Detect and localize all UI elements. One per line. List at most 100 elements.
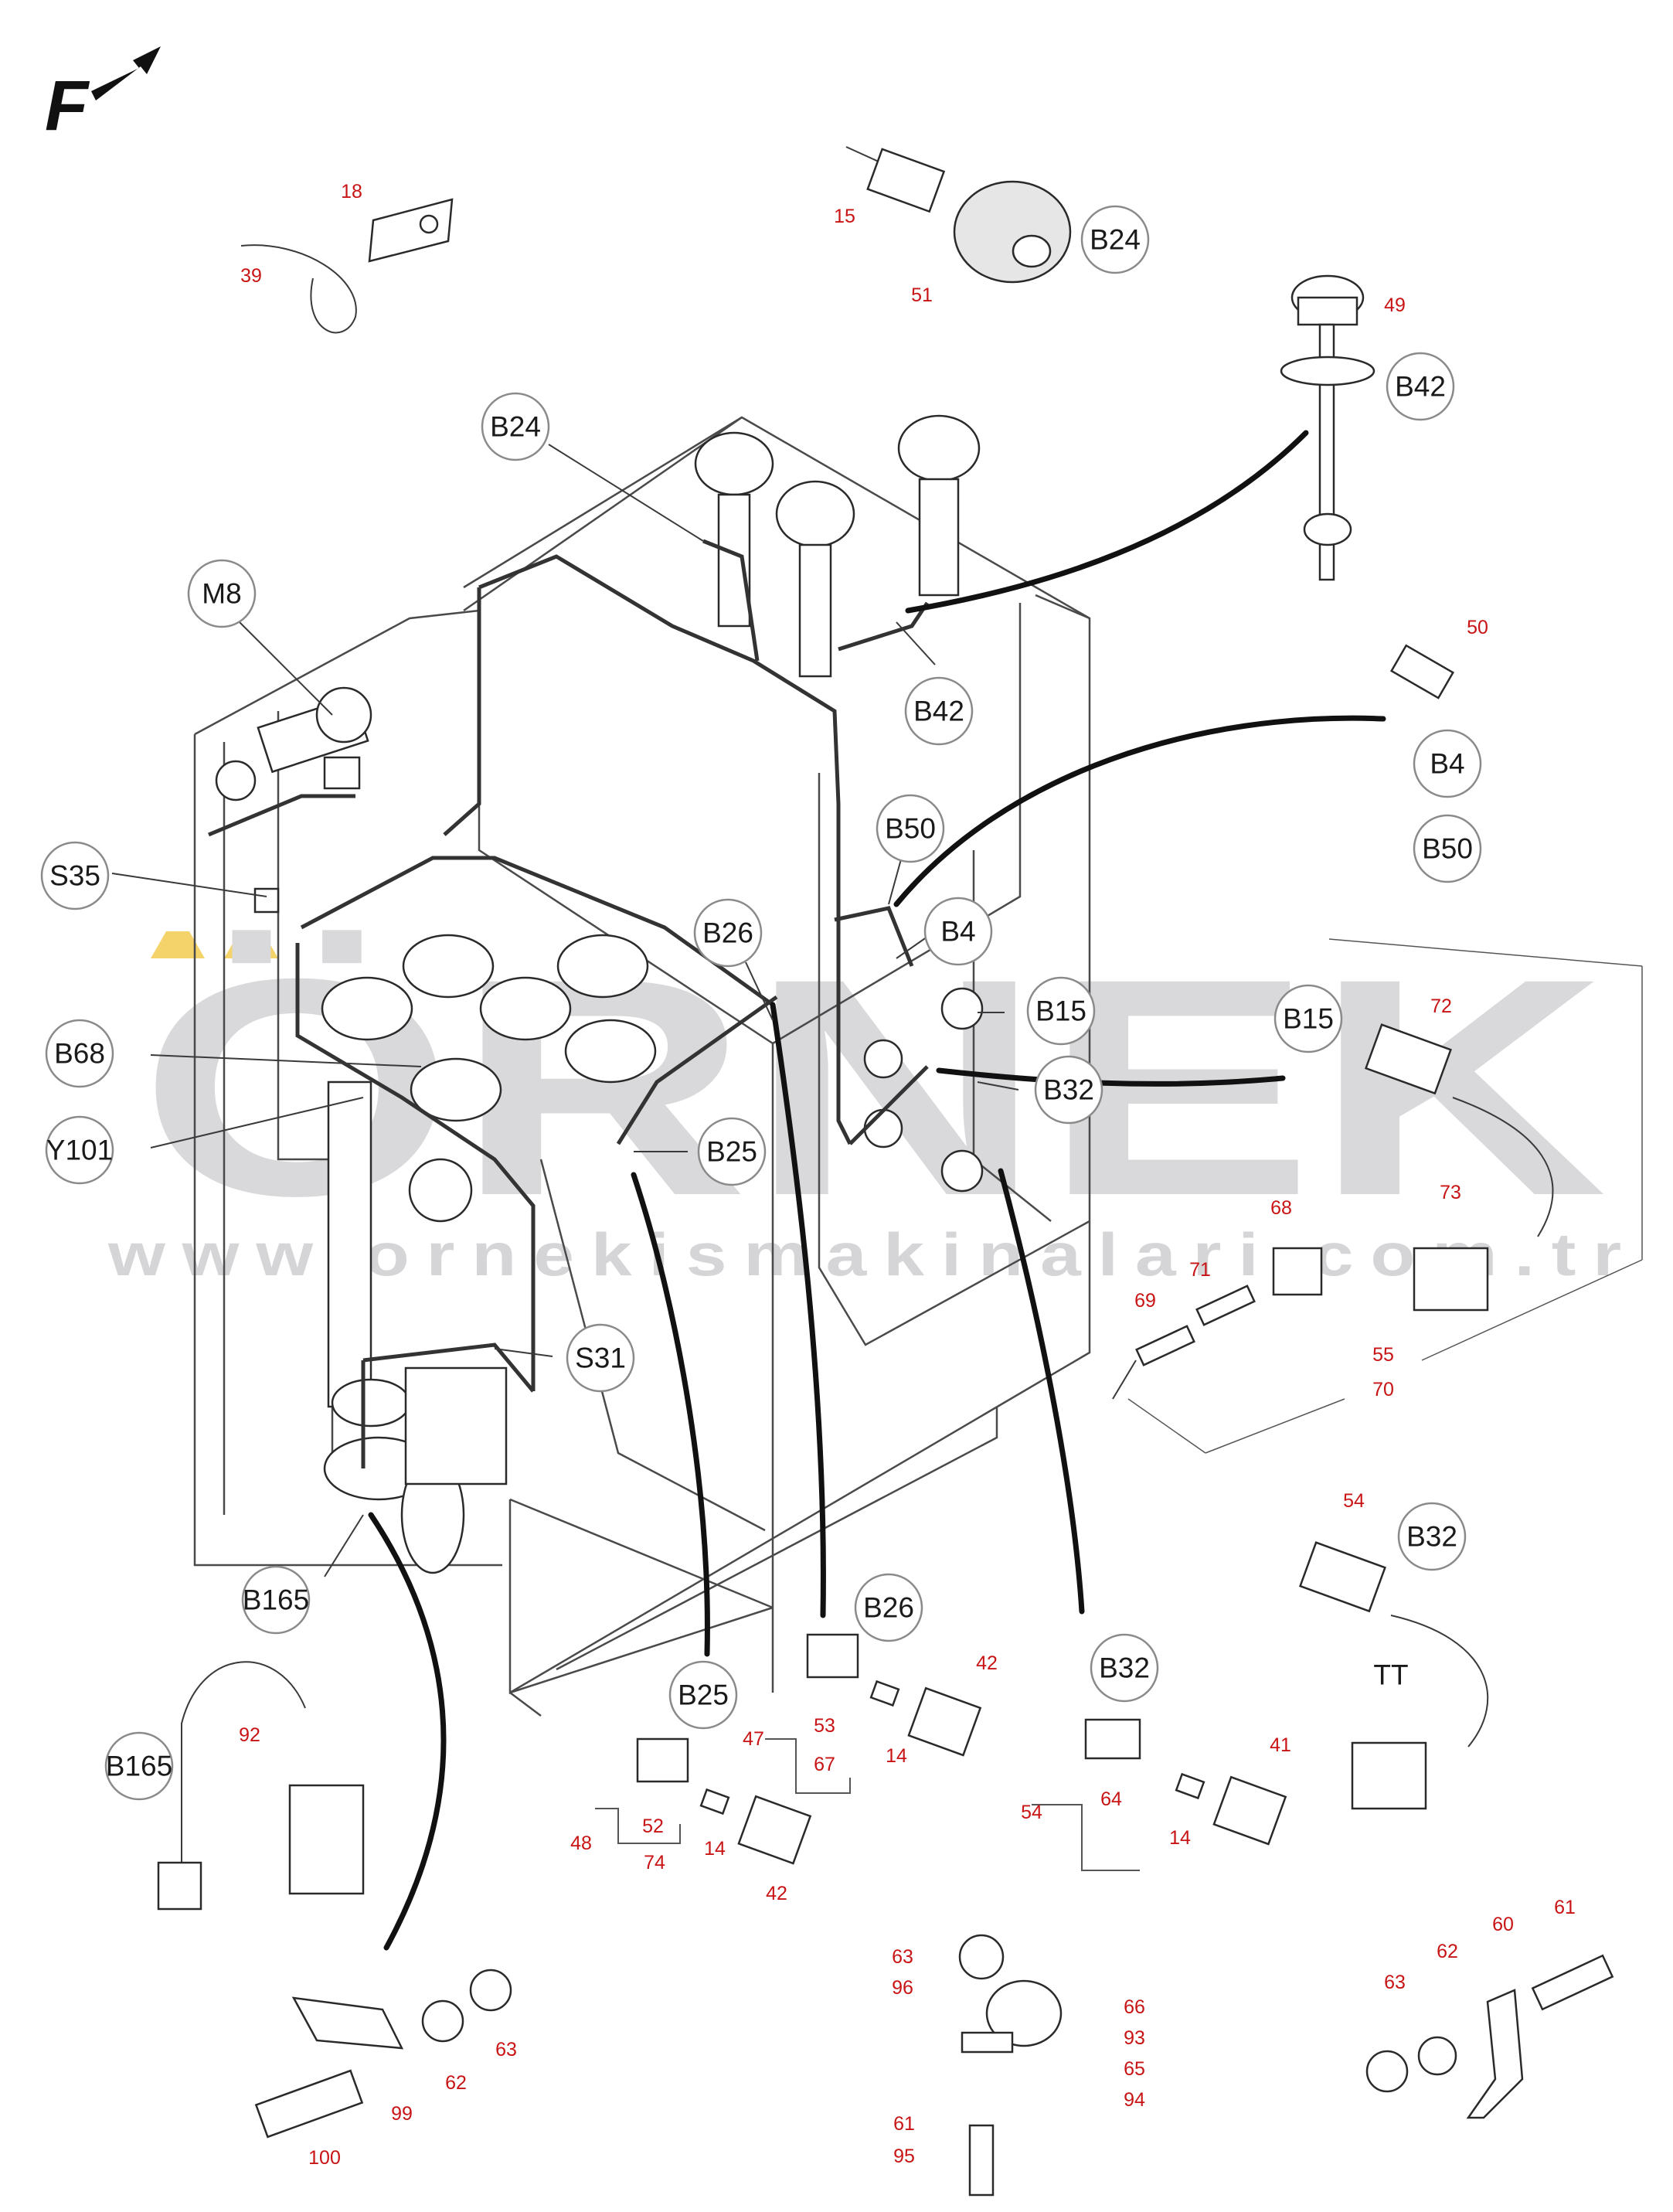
part-number: 41 bbox=[1270, 1734, 1291, 1756]
part-number: 55 bbox=[1372, 1344, 1394, 1366]
machine-frame bbox=[193, 414, 1091, 1717]
part-number: 67 bbox=[814, 1754, 835, 1775]
part-number: 74 bbox=[644, 1852, 665, 1873]
callout-b42-label: B42 bbox=[1395, 371, 1446, 403]
callout-s35: S35 bbox=[40, 841, 110, 910]
callout-b15-frame: B15 bbox=[1026, 976, 1096, 1046]
callout-b4-frame: B4 bbox=[923, 897, 993, 966]
leader-lines bbox=[111, 444, 1643, 1577]
part-number: 70 bbox=[1372, 1379, 1394, 1400]
part-number: 49 bbox=[1384, 294, 1406, 316]
callout-m8-label: M8 bbox=[202, 578, 241, 610]
part-number: 18 bbox=[341, 181, 362, 202]
part-number: 65 bbox=[1124, 2058, 1145, 2080]
callout-b25-frame: B25 bbox=[697, 1117, 767, 1186]
callout-b165-detail-label: B165 bbox=[106, 1751, 172, 1782]
callout-b24-frame-label: B24 bbox=[490, 411, 541, 443]
part-number: 54 bbox=[1343, 1490, 1365, 1512]
callout-b32-right: B32 bbox=[1397, 1502, 1467, 1571]
direction-label: F bbox=[45, 66, 90, 145]
callout-b4-detail: B4 bbox=[1413, 729, 1482, 798]
part-number: 94 bbox=[1124, 2089, 1145, 2111]
callout-y101: Y101 bbox=[45, 1115, 114, 1185]
watermark-accent bbox=[151, 931, 205, 958]
detail-cables bbox=[368, 430, 1386, 1951]
part-brackets bbox=[595, 1738, 1140, 1871]
callout-b15-detail: B15 bbox=[1273, 984, 1343, 1053]
callout-b24: B24 bbox=[1080, 205, 1150, 274]
callout-b32-frame: B32 bbox=[1034, 1055, 1103, 1125]
part-number: 47 bbox=[743, 1728, 764, 1750]
part-number: 64 bbox=[1100, 1788, 1122, 1810]
part-number: 92 bbox=[239, 1724, 260, 1746]
part-number: 42 bbox=[766, 1883, 787, 1904]
part-number: 68 bbox=[1270, 1197, 1292, 1219]
callout-b15-frame-label: B15 bbox=[1035, 995, 1086, 1027]
callout-b165-frame-label: B165 bbox=[243, 1584, 309, 1616]
callout-s31-label: S31 bbox=[575, 1343, 626, 1374]
part-number: 61 bbox=[893, 2113, 915, 2135]
part-number: 14 bbox=[704, 1838, 726, 1860]
callout-b4-frame-label: B4 bbox=[940, 916, 975, 948]
part-number: 100 bbox=[308, 2147, 341, 2169]
part-number: 72 bbox=[1430, 995, 1452, 1017]
part-number: 62 bbox=[1437, 1941, 1458, 1962]
detail-parts bbox=[157, 146, 1614, 2197]
part-number: 48 bbox=[570, 1833, 592, 1854]
part-number: 63 bbox=[495, 2039, 517, 2061]
part-number: 14 bbox=[1169, 1827, 1191, 1849]
part-number: 15 bbox=[834, 206, 855, 227]
part-number: 14 bbox=[886, 1745, 907, 1767]
callout-b32-right-label: B32 bbox=[1406, 1521, 1457, 1553]
callout-b24-label: B24 bbox=[1090, 224, 1141, 256]
callout-b32-detail-label: B32 bbox=[1099, 1652, 1150, 1684]
part-number: 50 bbox=[1467, 617, 1488, 638]
part-number: 63 bbox=[892, 1946, 913, 1968]
part-number: 61 bbox=[1554, 1897, 1576, 1918]
callout-b50-detail: B50 bbox=[1413, 814, 1482, 883]
part-numbers: 18 39 15 51 49 50 72 73 68 71 69 55 70 5… bbox=[239, 181, 1576, 2169]
callout-b68-label: B68 bbox=[54, 1038, 105, 1070]
callout-b4-detail-label: B4 bbox=[1430, 748, 1464, 780]
part-number: 96 bbox=[892, 1977, 913, 1999]
callouts: B24 B24 B42 B42 M8 B4 B4 B50 B50 S35 B26… bbox=[40, 205, 1482, 1801]
callout-b32-detail: B32 bbox=[1090, 1633, 1159, 1703]
callout-b50-frame: B50 bbox=[876, 794, 945, 863]
part-number: 42 bbox=[976, 1652, 998, 1674]
callout-b24-frame: B24 bbox=[481, 392, 550, 461]
part-number: 71 bbox=[1189, 1259, 1211, 1281]
watermark-accent-2 bbox=[224, 931, 278, 958]
part-number: 69 bbox=[1134, 1290, 1156, 1312]
part-number: 54 bbox=[1021, 1802, 1042, 1823]
part-number: 60 bbox=[1492, 1914, 1514, 1935]
callout-y101-label: Y101 bbox=[46, 1135, 113, 1166]
direction-arrow-icon bbox=[91, 46, 161, 100]
part-number: 73 bbox=[1440, 1182, 1461, 1203]
callout-b165-frame: B165 bbox=[241, 1565, 311, 1635]
part-number: 53 bbox=[814, 1715, 835, 1737]
callout-b25-detail-label: B25 bbox=[678, 1679, 729, 1711]
callout-b26-frame-label: B26 bbox=[702, 917, 753, 949]
direction-indicator: F bbox=[45, 46, 161, 145]
callout-b68: B68 bbox=[45, 1019, 114, 1088]
callout-b50-detail-label: B50 bbox=[1422, 833, 1473, 865]
part-number: 39 bbox=[240, 265, 262, 287]
callout-s35-label: S35 bbox=[49, 860, 100, 892]
callout-m8: M8 bbox=[187, 559, 257, 628]
callout-b50-frame-label: B50 bbox=[885, 813, 936, 845]
part-number: 62 bbox=[445, 2072, 467, 2094]
part-number: 66 bbox=[1124, 1996, 1145, 2018]
callout-b26-frame: B26 bbox=[693, 898, 763, 968]
callout-s31: S31 bbox=[566, 1323, 635, 1393]
part-number: 99 bbox=[391, 2103, 413, 2125]
part-number: 95 bbox=[893, 2146, 915, 2167]
tt-label: TT bbox=[1373, 1659, 1408, 1691]
callout-b15-detail-label: B15 bbox=[1283, 1003, 1334, 1035]
callout-b42: B42 bbox=[1386, 352, 1455, 421]
callout-b25-detail: B25 bbox=[668, 1660, 738, 1730]
callout-b42-frame: B42 bbox=[904, 676, 974, 746]
part-number: 93 bbox=[1124, 2027, 1145, 2049]
callout-b26-detail: B26 bbox=[854, 1573, 923, 1642]
callout-b26-detail-label: B26 bbox=[863, 1592, 914, 1624]
